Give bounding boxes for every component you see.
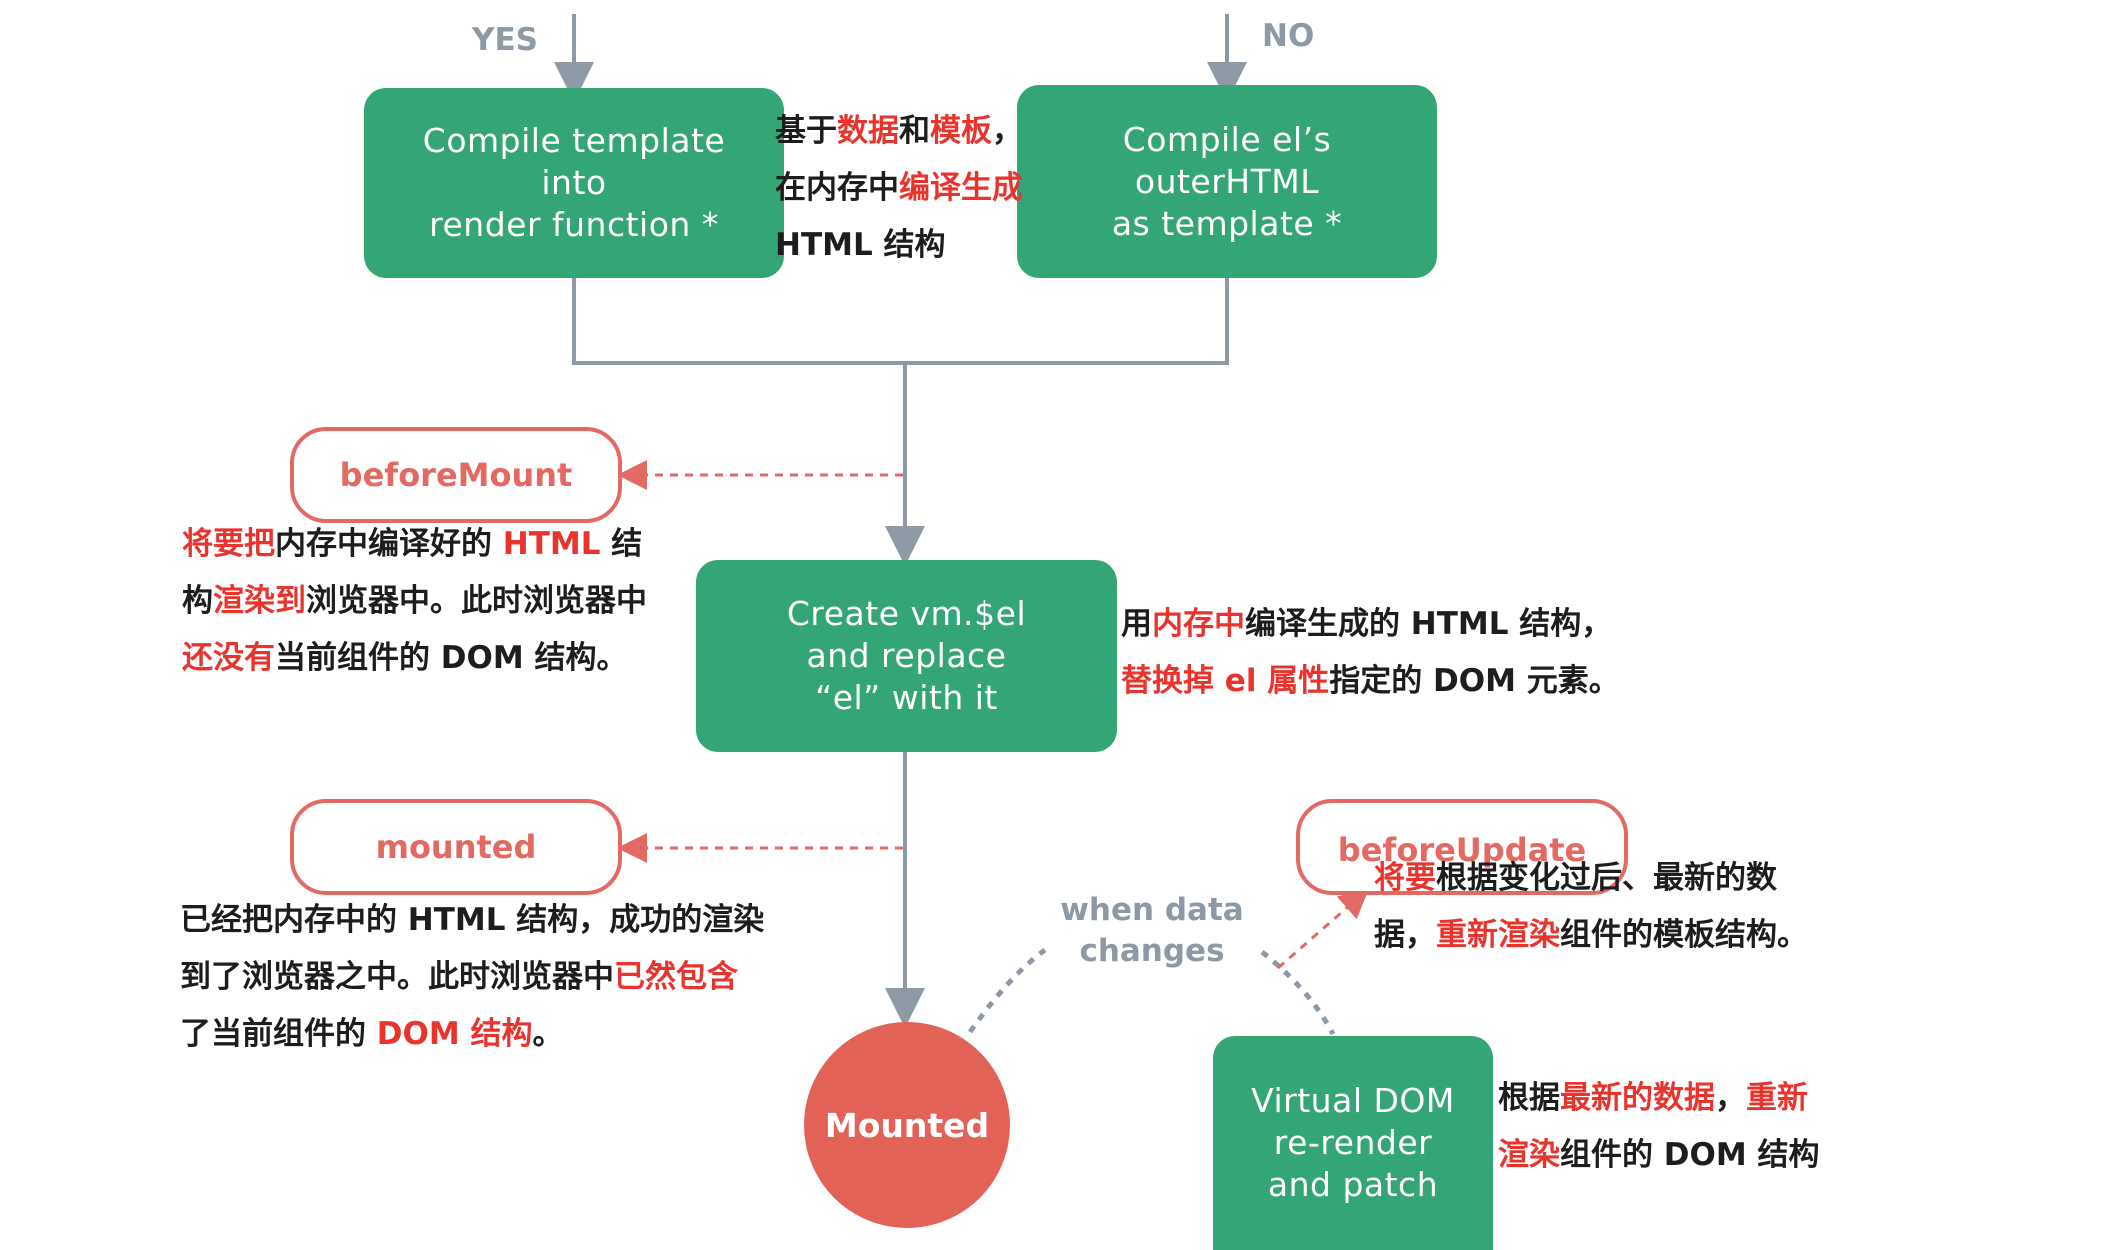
note-text: 根据变化过后、最新的数 bbox=[1436, 860, 1777, 896]
note-highlight: 模板 bbox=[930, 113, 992, 149]
note-highlight: DOM 结构 bbox=[376, 1016, 533, 1052]
note-highlight: 将要把 bbox=[182, 526, 275, 562]
create-el-box: Create vm.$el and replace “el” with it bbox=[696, 560, 1117, 752]
mounted-note: 已经把内存中的 HTML 结构，成功的渲染到了浏览器之中。此时浏览器中已然包含了… bbox=[180, 892, 764, 1063]
note-text: 基于 bbox=[775, 113, 837, 149]
note-highlight: 重新渲染 bbox=[1436, 917, 1560, 953]
before-update-hook: beforeUpdate bbox=[1296, 799, 1628, 895]
virtual-dom-box: Virtual DOM re-render and patch bbox=[1213, 1036, 1493, 1250]
note-line: 在内存中编译生成 bbox=[775, 160, 1023, 217]
when-data-changes-label: when data changes bbox=[1052, 890, 1252, 972]
virtual-dom-text: Virtual DOM re-render and patch bbox=[1251, 1081, 1455, 1204]
when-data-changes-line1: when data bbox=[1060, 892, 1244, 928]
mounted-state-circle: Mounted bbox=[804, 1022, 1010, 1228]
note-highlight: 数据 bbox=[837, 113, 899, 149]
note-highlight: HTML bbox=[502, 526, 601, 562]
before-update-dashed-arrow bbox=[1277, 888, 1370, 970]
note-line: HTML 结构 bbox=[775, 217, 1023, 274]
note-line: 已经把内存中的 HTML 结构，成功的渲染 bbox=[180, 892, 764, 949]
note-text: 根据 bbox=[1498, 1080, 1560, 1116]
data-change-dotted-right bbox=[1260, 950, 1336, 1036]
mounted-hook: mounted bbox=[290, 799, 622, 895]
note-highlight: 内存中 bbox=[1152, 606, 1245, 642]
note-text: 了当前组件的 bbox=[180, 1016, 377, 1052]
note-text: ， bbox=[992, 113, 1023, 149]
note-highlight: 编译生成 bbox=[899, 170, 1023, 206]
note-highlight: 重新 bbox=[1746, 1080, 1808, 1116]
note-text: 组件的 DOM 结构 bbox=[1560, 1137, 1820, 1173]
data-change-dotted-left bbox=[967, 947, 1047, 1034]
note-text: 构 bbox=[182, 583, 213, 619]
note-line: 根据最新的数据，重新 bbox=[1498, 1070, 1820, 1127]
note-highlight: 渲染 bbox=[1498, 1137, 1560, 1173]
create-el-text: Create vm.$el and replace “el” with it bbox=[786, 594, 1027, 717]
note-line: 还没有当前组件的 DOM 结构。 bbox=[182, 630, 647, 687]
note-text: 用 bbox=[1121, 606, 1152, 642]
yes-label: YES bbox=[472, 22, 538, 58]
note-highlight: 渲染到 bbox=[213, 583, 306, 619]
compile-template-box: Compile template into render function * bbox=[364, 88, 784, 278]
note-highlight: 将要 bbox=[1374, 860, 1436, 896]
before-update-note: 将要根据变化过后、最新的数据，重新渲染组件的模板结构。 bbox=[1374, 850, 1808, 964]
note-line: 构渲染到浏览器中。此时浏览器中 bbox=[182, 573, 647, 630]
note-line: 基于数据和模板， bbox=[775, 103, 1023, 160]
note-text: 据， bbox=[1374, 917, 1436, 953]
note-line: 了当前组件的 DOM 结构。 bbox=[180, 1006, 764, 1063]
before-mount-note: 将要把内存中编译好的 HTML 结构渲染到浏览器中。此时浏览器中还没有当前组件的… bbox=[182, 516, 647, 687]
note-text: 浏览器中。此时浏览器中 bbox=[306, 583, 647, 619]
note-text: 。 bbox=[532, 1016, 564, 1052]
when-data-changes-line2: changes bbox=[1079, 933, 1225, 969]
note-text: 指定的 DOM 元素。 bbox=[1329, 663, 1620, 699]
note-text: ， bbox=[1715, 1080, 1746, 1116]
note-highlight: 还没有 bbox=[182, 640, 275, 676]
note-text: 编译生成的 HTML 结构， bbox=[1245, 606, 1613, 642]
note-line: 用内存中编译生成的 HTML 结构， bbox=[1121, 596, 1620, 653]
note-highlight: 替换掉 el 属性 bbox=[1121, 663, 1330, 699]
compile-el-box: Compile el’s outerHTML as template * bbox=[1017, 85, 1437, 278]
before-mount-hook: beforeMount bbox=[290, 427, 622, 523]
compile-el-text: Compile el’s outerHTML as template * bbox=[1111, 119, 1343, 243]
compile-template-text: Compile template into render function * bbox=[422, 121, 726, 244]
note-text: 到了浏览器之中。此时浏览器中 bbox=[180, 959, 614, 995]
note-text: 内存中编译好的 bbox=[275, 526, 503, 562]
note-highlight: 已然包含 bbox=[614, 959, 738, 995]
note-line: 将要根据变化过后、最新的数 bbox=[1374, 850, 1808, 907]
note-text: 和 bbox=[899, 113, 930, 149]
no-label: NO bbox=[1262, 18, 1315, 54]
note-line: 替换掉 el 属性指定的 DOM 元素。 bbox=[1121, 653, 1620, 710]
right-margin bbox=[1860, 0, 2121, 1250]
virtual-dom-note: 根据最新的数据，重新渲染组件的 DOM 结构 bbox=[1498, 1070, 1820, 1184]
note-text: 组件的模板结构。 bbox=[1560, 917, 1808, 953]
note-text: HTML 结构 bbox=[775, 227, 946, 263]
note-line: 将要把内存中编译好的 HTML 结 bbox=[182, 516, 647, 573]
note-text: 结 bbox=[600, 526, 643, 562]
note-line: 渲染组件的 DOM 结构 bbox=[1498, 1127, 1820, 1184]
note-text: 当前组件的 DOM 结构。 bbox=[275, 640, 628, 676]
note-line: 据，重新渲染组件的模板结构。 bbox=[1374, 907, 1808, 964]
note-text: 已经把内存中的 HTML 结构，成功的渲染 bbox=[180, 902, 765, 938]
merge-line bbox=[572, 278, 1229, 365]
note-line: 到了浏览器之中。此时浏览器中已然包含 bbox=[180, 949, 764, 1006]
note-text: 在内存中 bbox=[775, 170, 899, 206]
create-el-note: 用内存中编译生成的 HTML 结构，替换掉 el 属性指定的 DOM 元素。 bbox=[1121, 596, 1620, 710]
note-highlight: 最新的数据 bbox=[1560, 1080, 1715, 1116]
